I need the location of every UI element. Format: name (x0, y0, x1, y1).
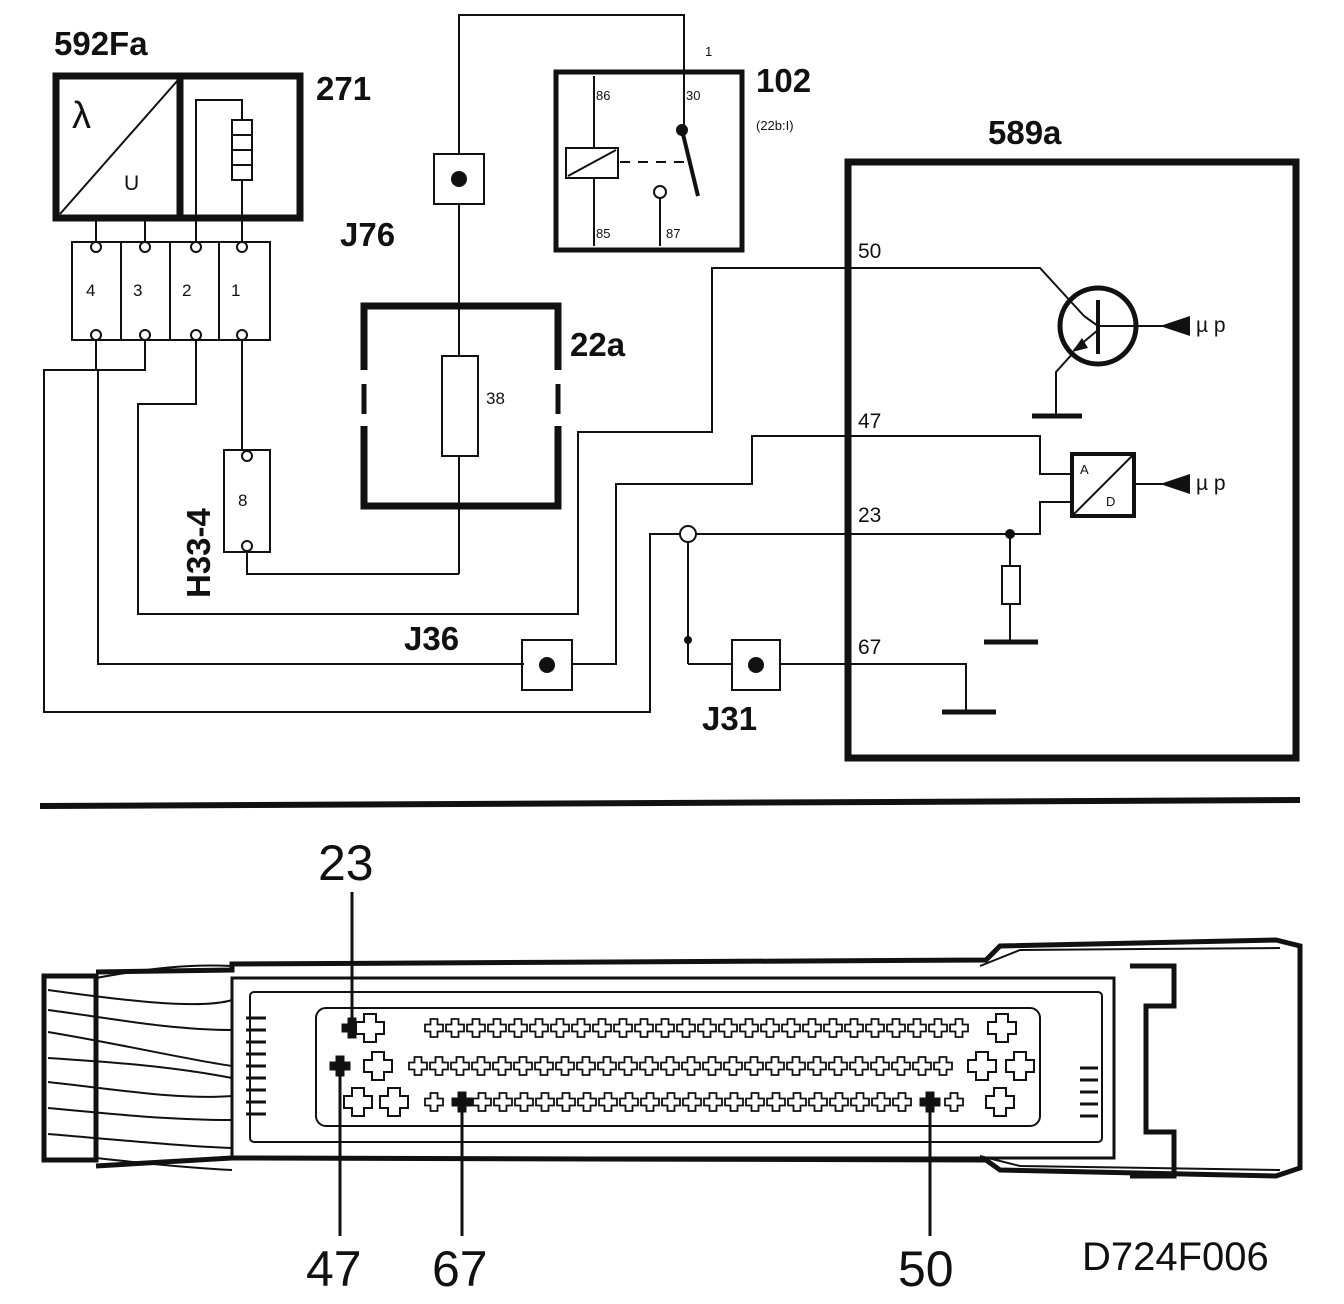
ecu-pin-47: 47 (858, 410, 881, 433)
callout-47: 47 (306, 1241, 362, 1297)
ground-junction (679, 525, 697, 543)
connector-j76: J76 (340, 153, 485, 253)
relay-pin-87: 87 (666, 226, 680, 241)
lambda-symbol: λ (72, 95, 91, 137)
ad-label-d: D (1106, 494, 1115, 509)
callout-23: 23 (318, 835, 374, 891)
label-592fa: 592Fa (54, 25, 148, 62)
relay-102: 86 30 85 87 1 102 (22b:I) (458, 14, 811, 253)
plug-pin-2: 2 (182, 281, 191, 300)
relay-pin-86: 86 (596, 88, 610, 103)
label-22b: (22b:I) (756, 118, 794, 133)
mu-p-output-2: µ p (1196, 472, 1226, 495)
h33-pin-8: 8 (238, 491, 247, 510)
label-22a: 22a (570, 326, 626, 363)
ecu-589a: 589a 50 47 23 67 µ p A D µ p (844, 114, 1300, 762)
connector-j36: J36 (404, 620, 573, 691)
plug-pin-3: 3 (133, 281, 142, 300)
heater-element: 271 (176, 70, 371, 242)
ecu-pin-67: 67 (858, 636, 881, 659)
wiring-harness (43, 267, 1085, 713)
fuse-38: 38 (486, 389, 505, 408)
label-102: 102 (756, 62, 811, 99)
callout-67: 67 (432, 1241, 488, 1297)
sensor-plug: 4 3 2 1 (71, 218, 271, 341)
relay-pin-30: 30 (686, 88, 700, 103)
label-j31: J31 (702, 700, 757, 737)
figure-code: D724F006 (1082, 1235, 1269, 1279)
mu-p-output-1: µ p (1196, 314, 1226, 337)
label-589a: 589a (988, 114, 1062, 151)
fuse-box-22a: 38 22a (360, 204, 626, 574)
label-h33-4: H33-4 (180, 507, 217, 598)
ecu-pin-50: 50 (858, 240, 881, 263)
section-divider (39, 797, 1301, 809)
ecu-connector (41, 892, 1303, 1236)
relay-pin-1: 1 (705, 44, 712, 59)
ecu-pin-23: 23 (858, 504, 881, 527)
ad-label-a: A (1080, 462, 1089, 477)
connector-h33: 8 H33-4 (180, 340, 459, 598)
plug-pin-1: 1 (231, 281, 240, 300)
label-j76: J76 (340, 216, 395, 253)
u-symbol: U (124, 172, 139, 195)
relay-pin-85: 85 (596, 226, 610, 241)
callout-50: 50 (898, 1241, 954, 1297)
lambda-sensor: λ U 592Fa (52, 25, 184, 222)
label-271: 271 (316, 70, 371, 107)
plug-pin-4: 4 (86, 281, 95, 300)
label-j36: J36 (404, 620, 459, 657)
connector-j31: J31 (702, 639, 781, 737)
